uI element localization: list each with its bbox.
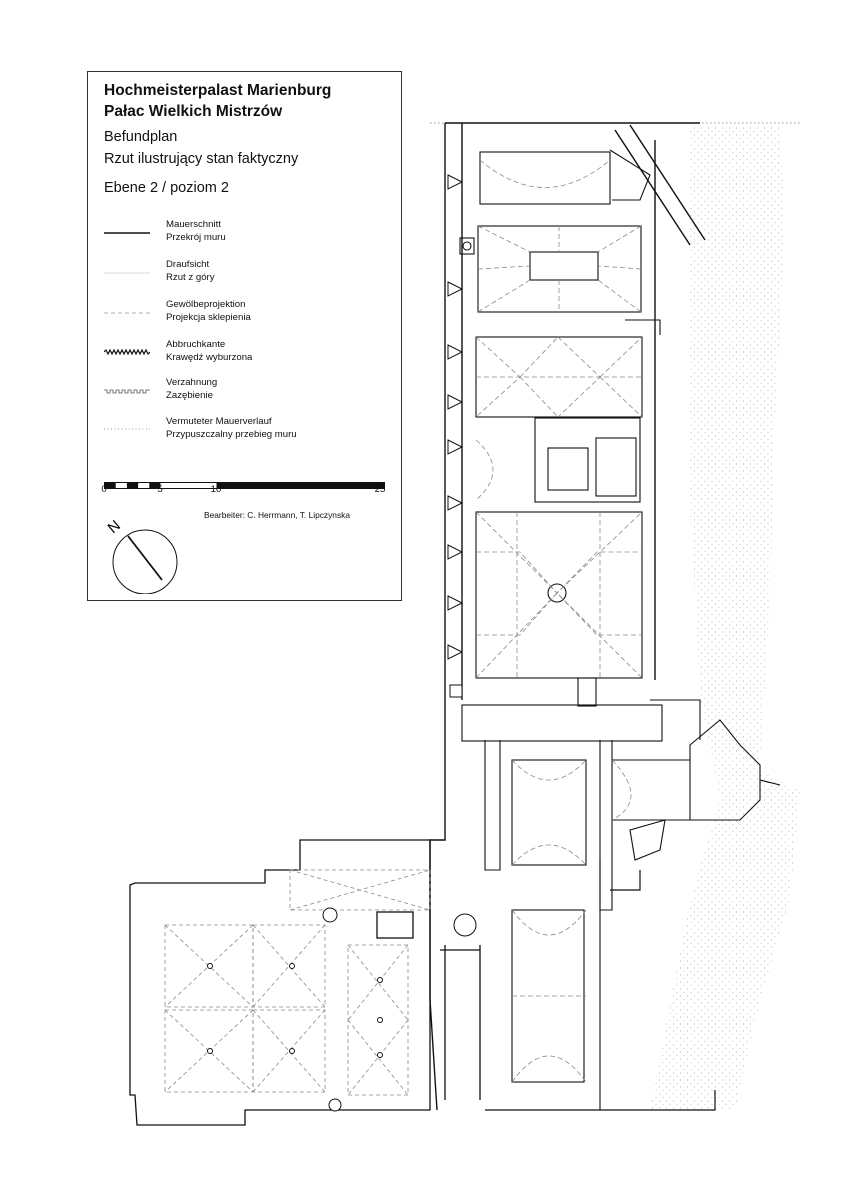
legend-label-pl: Projekcja sklepienia <box>166 312 251 323</box>
legend-panel: Hochmeisterpalast Marienburg Pałac Wielk… <box>87 71 402 601</box>
legend-line-thin <box>104 272 150 274</box>
north-wing <box>429 122 700 1111</box>
middle-vault <box>511 759 632 1083</box>
legend-label-pl: Przekrój muru <box>166 232 226 243</box>
west-buttresses <box>447 174 464 698</box>
north-letter: N <box>105 517 124 537</box>
legend-item-3: Abbruchkante Krawędź wyburzona <box>166 338 252 364</box>
legend-item-5: Vermuteter Mauerverlauf Przypuszczalny p… <box>166 415 297 441</box>
legend-label-pl: Przypuszczalny przebieg muru <box>166 429 297 440</box>
scale-segments <box>104 482 385 489</box>
credits: Bearbeiter: C. Herrmann, T. Lipczynska <box>204 510 351 520</box>
south-west-block <box>129 839 481 1126</box>
hall-lower <box>475 511 643 707</box>
hall-lower-vault <box>475 511 643 679</box>
legend-label-de: Verzahnung <box>166 377 218 388</box>
title-german: Hochmeisterpalast Marienburg <box>104 82 332 99</box>
north-arrow-icon: N <box>105 517 178 594</box>
scale-label-5: 5 <box>157 484 163 495</box>
title-polish: Pałac Wielkich Mistrzów <box>104 103 283 120</box>
legend-label-de: Gewölbeprojektion <box>166 299 246 310</box>
legend-line-zigzag <box>104 348 150 356</box>
south-west-columns <box>207 907 477 1112</box>
scale-bar <box>104 482 385 489</box>
legend-line-toothed <box>104 389 150 394</box>
scale-label-0: 0 <box>101 484 107 495</box>
legend-label-de: Abbruchkante <box>166 339 226 350</box>
south-west-vaults <box>164 869 431 1096</box>
scale-segment <box>126 482 139 489</box>
south-walls <box>485 870 716 1111</box>
legend-item-0: Mauerschnitt Przekrój muru <box>166 218 226 244</box>
scale-segment <box>104 482 116 489</box>
room-2 <box>459 225 642 313</box>
legend-label-de: Draufsicht <box>166 259 210 270</box>
legend-item-2: Gewölbeprojektion Projekcja sklepienia <box>166 298 251 324</box>
scale-label-25: 25 <box>374 484 386 495</box>
scale-label-10: 10 <box>210 484 222 495</box>
legend-label-pl: Krawędź wyburzona <box>166 352 253 363</box>
scale-segment <box>149 482 161 489</box>
level-label: Ebene 2 / poziom 2 <box>104 180 229 196</box>
legend-line-dotted <box>104 428 150 430</box>
subtitle-german: Befundplan <box>104 129 178 145</box>
legend-line-solid <box>104 232 150 234</box>
legend-label-de: Vermuteter Mauerverlauf <box>166 416 272 427</box>
subtitle-polish: Rzut ilustrujący stan faktyczny <box>104 151 299 167</box>
room-top <box>479 124 706 246</box>
terrain-stipple <box>650 125 800 1110</box>
legend-label-pl: Zazębienie <box>166 390 213 401</box>
room-top-vault <box>479 159 611 188</box>
legend-line-dashed <box>104 312 150 314</box>
scale-segment <box>216 482 385 489</box>
room-2-vault <box>477 225 642 313</box>
middle-section <box>461 699 781 1110</box>
legend-item-1: Draufsicht Rzut z góry <box>166 258 215 284</box>
hall-upper <box>475 319 661 503</box>
legend-item-4: Verzahnung Zazębienie <box>166 376 217 402</box>
legend-label-pl: Rzut z góry <box>166 272 215 283</box>
hall-upper-vault <box>475 336 643 501</box>
legend-label-de: Mauerschnitt <box>166 219 221 230</box>
